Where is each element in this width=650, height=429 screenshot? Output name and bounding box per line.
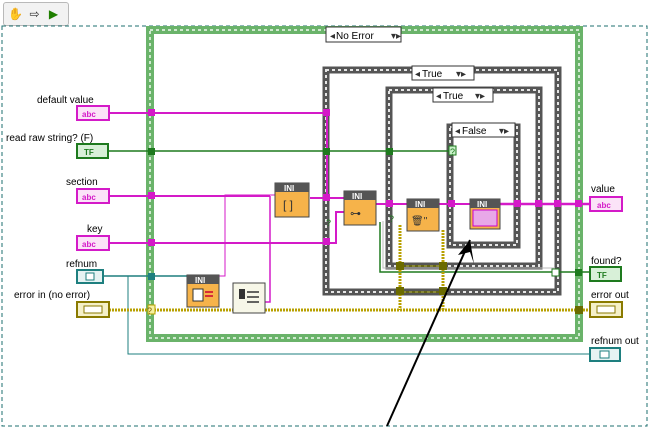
indicator-value[interactable]: value abc bbox=[589, 184, 623, 212]
control-section-label: section bbox=[66, 177, 98, 188]
control-error-in[interactable]: error in (no error) bbox=[14, 290, 110, 318]
svg-text:◂: ◂ bbox=[436, 91, 441, 102]
svg-text:▾▸: ▾▸ bbox=[499, 126, 509, 137]
node-open-config-label: INI bbox=[195, 276, 205, 285]
tunnel-question-4: ? bbox=[147, 306, 152, 316]
control-default-value-label: default value bbox=[37, 95, 94, 106]
svg-text:abc: abc bbox=[82, 240, 96, 249]
wire-error-inner bbox=[400, 265, 443, 293]
tunnels: ? ? ? ? bbox=[147, 109, 583, 316]
node-get-section-label: INI bbox=[284, 184, 294, 193]
svg-text:🗑": 🗑" bbox=[411, 215, 428, 227]
step-arrow-icon[interactable]: ⇨ bbox=[29, 7, 40, 21]
tunnel-question-1: ? bbox=[326, 218, 331, 228]
case-selector-false[interactable]: ◂ False ▾▸ bbox=[451, 122, 516, 138]
wire-refnum-out[interactable] bbox=[127, 276, 590, 355]
case-selector-no-error[interactable]: ◂ No Error ▾▸ bbox=[325, 26, 402, 43]
node-strip-quotes[interactable]: INI 🗑" bbox=[406, 198, 440, 232]
case-label-no-error: No Error bbox=[336, 31, 374, 42]
case-selector-true-inner[interactable]: ◂ True ▾▸ bbox=[432, 87, 494, 103]
svg-text:abc: abc bbox=[82, 193, 96, 202]
control-key[interactable]: key abc bbox=[76, 224, 110, 251]
indicator-found-label: found? bbox=[591, 256, 622, 267]
node-parse-value-label: INI bbox=[477, 200, 487, 209]
node-parse-value[interactable]: INI bbox=[469, 198, 501, 230]
node-get-key[interactable]: INI ⊶ bbox=[343, 190, 377, 226]
indicator-found[interactable]: found? TF bbox=[589, 256, 622, 282]
diagram-toolbar: ✋ ⇨ ▶ bbox=[3, 2, 69, 26]
indicator-refnum-out[interactable]: refnum out bbox=[589, 336, 639, 362]
hand-icon[interactable]: ✋ bbox=[8, 7, 23, 21]
node-get-key-label: INI bbox=[352, 192, 362, 201]
svg-text:TF: TF bbox=[597, 271, 607, 280]
case-label-false: False bbox=[462, 126, 487, 137]
svg-text:◂: ◂ bbox=[415, 69, 420, 80]
svg-text:[ ]: [ ] bbox=[283, 198, 293, 212]
indicator-error-out-label: error out bbox=[591, 290, 629, 301]
control-section[interactable]: section abc bbox=[66, 177, 110, 204]
indicator-value-label: value bbox=[591, 184, 615, 195]
control-key-label: key bbox=[87, 224, 103, 235]
indicator-error-out[interactable]: error out bbox=[589, 290, 629, 318]
tunnel-question-2: ? bbox=[389, 214, 394, 224]
tunnel-question-3: ? bbox=[450, 147, 455, 157]
node-strip-quotes-label: INI bbox=[415, 200, 425, 209]
indicator-refnum-out-label: refnum out bbox=[591, 336, 639, 347]
control-refnum[interactable]: refnum bbox=[66, 259, 104, 284]
svg-text:◂: ◂ bbox=[455, 126, 460, 137]
control-error-in-label: error in (no error) bbox=[14, 290, 90, 301]
svg-text:TF: TF bbox=[84, 148, 94, 157]
node-get-section[interactable]: INI [ ] bbox=[274, 182, 310, 218]
svg-text:abc: abc bbox=[82, 110, 96, 119]
svg-text:▾▸: ▾▸ bbox=[456, 69, 466, 80]
svg-text:◂: ◂ bbox=[330, 31, 335, 42]
control-read-raw-string[interactable]: read raw string? (F) TF bbox=[6, 133, 109, 159]
svg-text:abc: abc bbox=[597, 201, 611, 210]
svg-text:⊶: ⊶ bbox=[350, 208, 361, 220]
wire-key[interactable] bbox=[109, 211, 344, 244]
node-get-queue[interactable] bbox=[232, 282, 266, 314]
case-label-true-inner: True bbox=[443, 91, 464, 102]
wire-refnum-node[interactable] bbox=[218, 194, 275, 277]
control-default-value[interactable]: default value abc bbox=[37, 95, 110, 121]
case-label-true-outer: True bbox=[422, 69, 443, 80]
wire-found[interactable] bbox=[379, 222, 590, 273]
annotation-arrow bbox=[386, 239, 474, 427]
node-open-config[interactable]: INI bbox=[186, 274, 220, 308]
control-read-raw-label: read raw string? (F) bbox=[6, 133, 93, 144]
run-icon[interactable]: ▶ bbox=[48, 7, 59, 21]
svg-text:▾▸: ▾▸ bbox=[391, 31, 401, 42]
case-selector-true-outer[interactable]: ◂ True ▾▸ bbox=[411, 65, 475, 81]
control-refnum-label: refnum bbox=[66, 259, 97, 270]
svg-text:▾▸: ▾▸ bbox=[475, 91, 485, 102]
wire-found-shadow bbox=[382, 221, 555, 269]
